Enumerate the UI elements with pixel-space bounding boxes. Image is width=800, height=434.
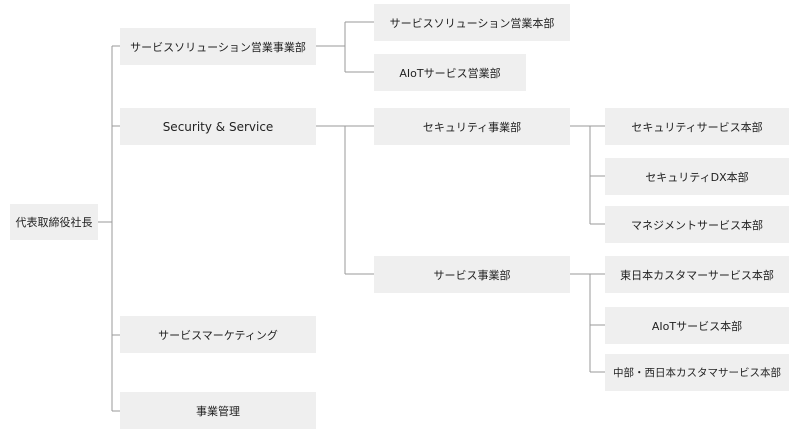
node-aiot-service-hq: AIoTサービス本部 [605,307,789,344]
node-service-division: サービス事業部 [374,256,570,293]
node-label: サービスソリューション営業事業部 [130,40,306,54]
node-label: セキュリティDX本部 [645,170,749,184]
node-label: 事業管理 [196,404,240,418]
node-label: AIoTサービス本部 [651,319,743,333]
node-service-marketing: サービスマーケティング [120,316,316,353]
node-chubu-west-japan-customer-service-hq: 中部・西日本カスタマサービス本部 [605,354,789,391]
node-label: サービスソリューション営業本部 [389,16,555,30]
node-label: マネジメントサービス本部 [631,218,763,232]
node-security-and-service: Security & Service [120,108,316,145]
root-node-label: 代表取締役社長 [15,216,93,229]
node-label: 中部・西日本カスタマサービス本部 [613,367,781,379]
node-label: セキュリティ事業部 [422,120,522,134]
node-aiot-service-sales-dept: AIoTサービス営業部 [374,54,526,91]
node-service-solution-sales-hq: サービスソリューション営業本部 [374,4,570,41]
node-security-division: セキュリティ事業部 [374,108,570,145]
node-label: サービス事業部 [433,268,511,282]
node-label: サービスマーケティング [158,328,278,342]
node-business-management: 事業管理 [120,392,316,429]
node-label: Security & Service [162,119,274,134]
node-security-service-hq: セキュリティサービス本部 [605,108,789,145]
node-management-service-hq: マネジメントサービス本部 [605,206,789,243]
node-east-japan-customer-service-hq: 東日本カスタマーサービス本部 [605,256,789,293]
node-label: 東日本カスタマーサービス本部 [620,268,774,282]
node-service-solution-sales-division: サービスソリューション営業事業部 [120,28,316,65]
root-node: 代表取締役社長 [10,204,98,240]
node-security-dx-hq: セキュリティDX本部 [605,158,789,195]
node-label: セキュリティサービス本部 [631,120,763,134]
node-label: AIoTサービス営業部 [399,66,501,80]
